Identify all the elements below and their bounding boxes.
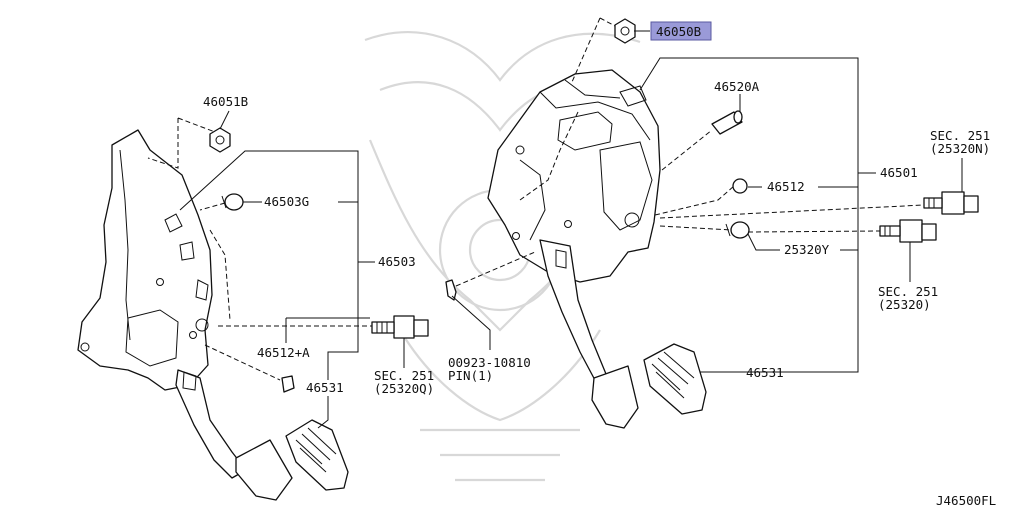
label-46501: 46501 xyxy=(880,165,918,180)
right-switch-25320 xyxy=(879,219,937,243)
right-pedal-pad xyxy=(643,343,707,415)
left-pedal-arm xyxy=(175,369,293,501)
label-25320y: 25320Y xyxy=(784,242,830,257)
label-46503g: 46503G xyxy=(264,194,309,209)
right-pedal-arm xyxy=(539,239,639,429)
label-pin-qty: PIN(1) xyxy=(448,368,493,383)
label-46520a: 46520A xyxy=(714,79,760,94)
pin-00923-10810 xyxy=(445,279,457,301)
right-switch-25320n xyxy=(923,191,979,215)
left-switch-253200 xyxy=(371,315,429,339)
watermark-emblem xyxy=(364,31,641,482)
label-46051b: 46051B xyxy=(203,94,248,109)
label-46531-left: 46531 xyxy=(306,380,344,395)
label-sec-251-253200: SEC. 251 xyxy=(374,368,434,383)
label-25320n: (25320N) xyxy=(930,141,990,156)
label-46512: 46512 xyxy=(767,179,805,194)
label-253200: (25320Q) xyxy=(374,381,434,396)
highlight-46050b xyxy=(650,21,712,41)
right-clip-25320y xyxy=(725,221,750,239)
label-46512a: 46512+A xyxy=(257,345,310,360)
right-stopper-46512 xyxy=(732,178,748,194)
label-pin-part: 00923-10810 xyxy=(448,355,531,370)
diagram-id: J46500FL xyxy=(936,493,996,508)
right-bolt-46520a xyxy=(711,110,743,135)
label-46050b: 46050B xyxy=(656,24,701,39)
label-46503: 46503 xyxy=(378,254,416,269)
label-sec-251-25320: SEC. 251 xyxy=(878,284,938,299)
left-stopper-46512a xyxy=(281,375,295,393)
left-nut-46051b xyxy=(209,127,231,153)
right-nut-46050b xyxy=(614,18,636,44)
right-pedal-bracket xyxy=(487,69,661,283)
label-46531-right: 46531 xyxy=(746,365,784,380)
label-25320: (25320) xyxy=(878,297,931,312)
label-sec-251-25320n: SEC. 251 xyxy=(930,128,990,143)
left-pedal-bracket xyxy=(77,129,213,391)
left-pedal-pad xyxy=(285,419,349,491)
left-clip-46503g xyxy=(221,193,244,211)
